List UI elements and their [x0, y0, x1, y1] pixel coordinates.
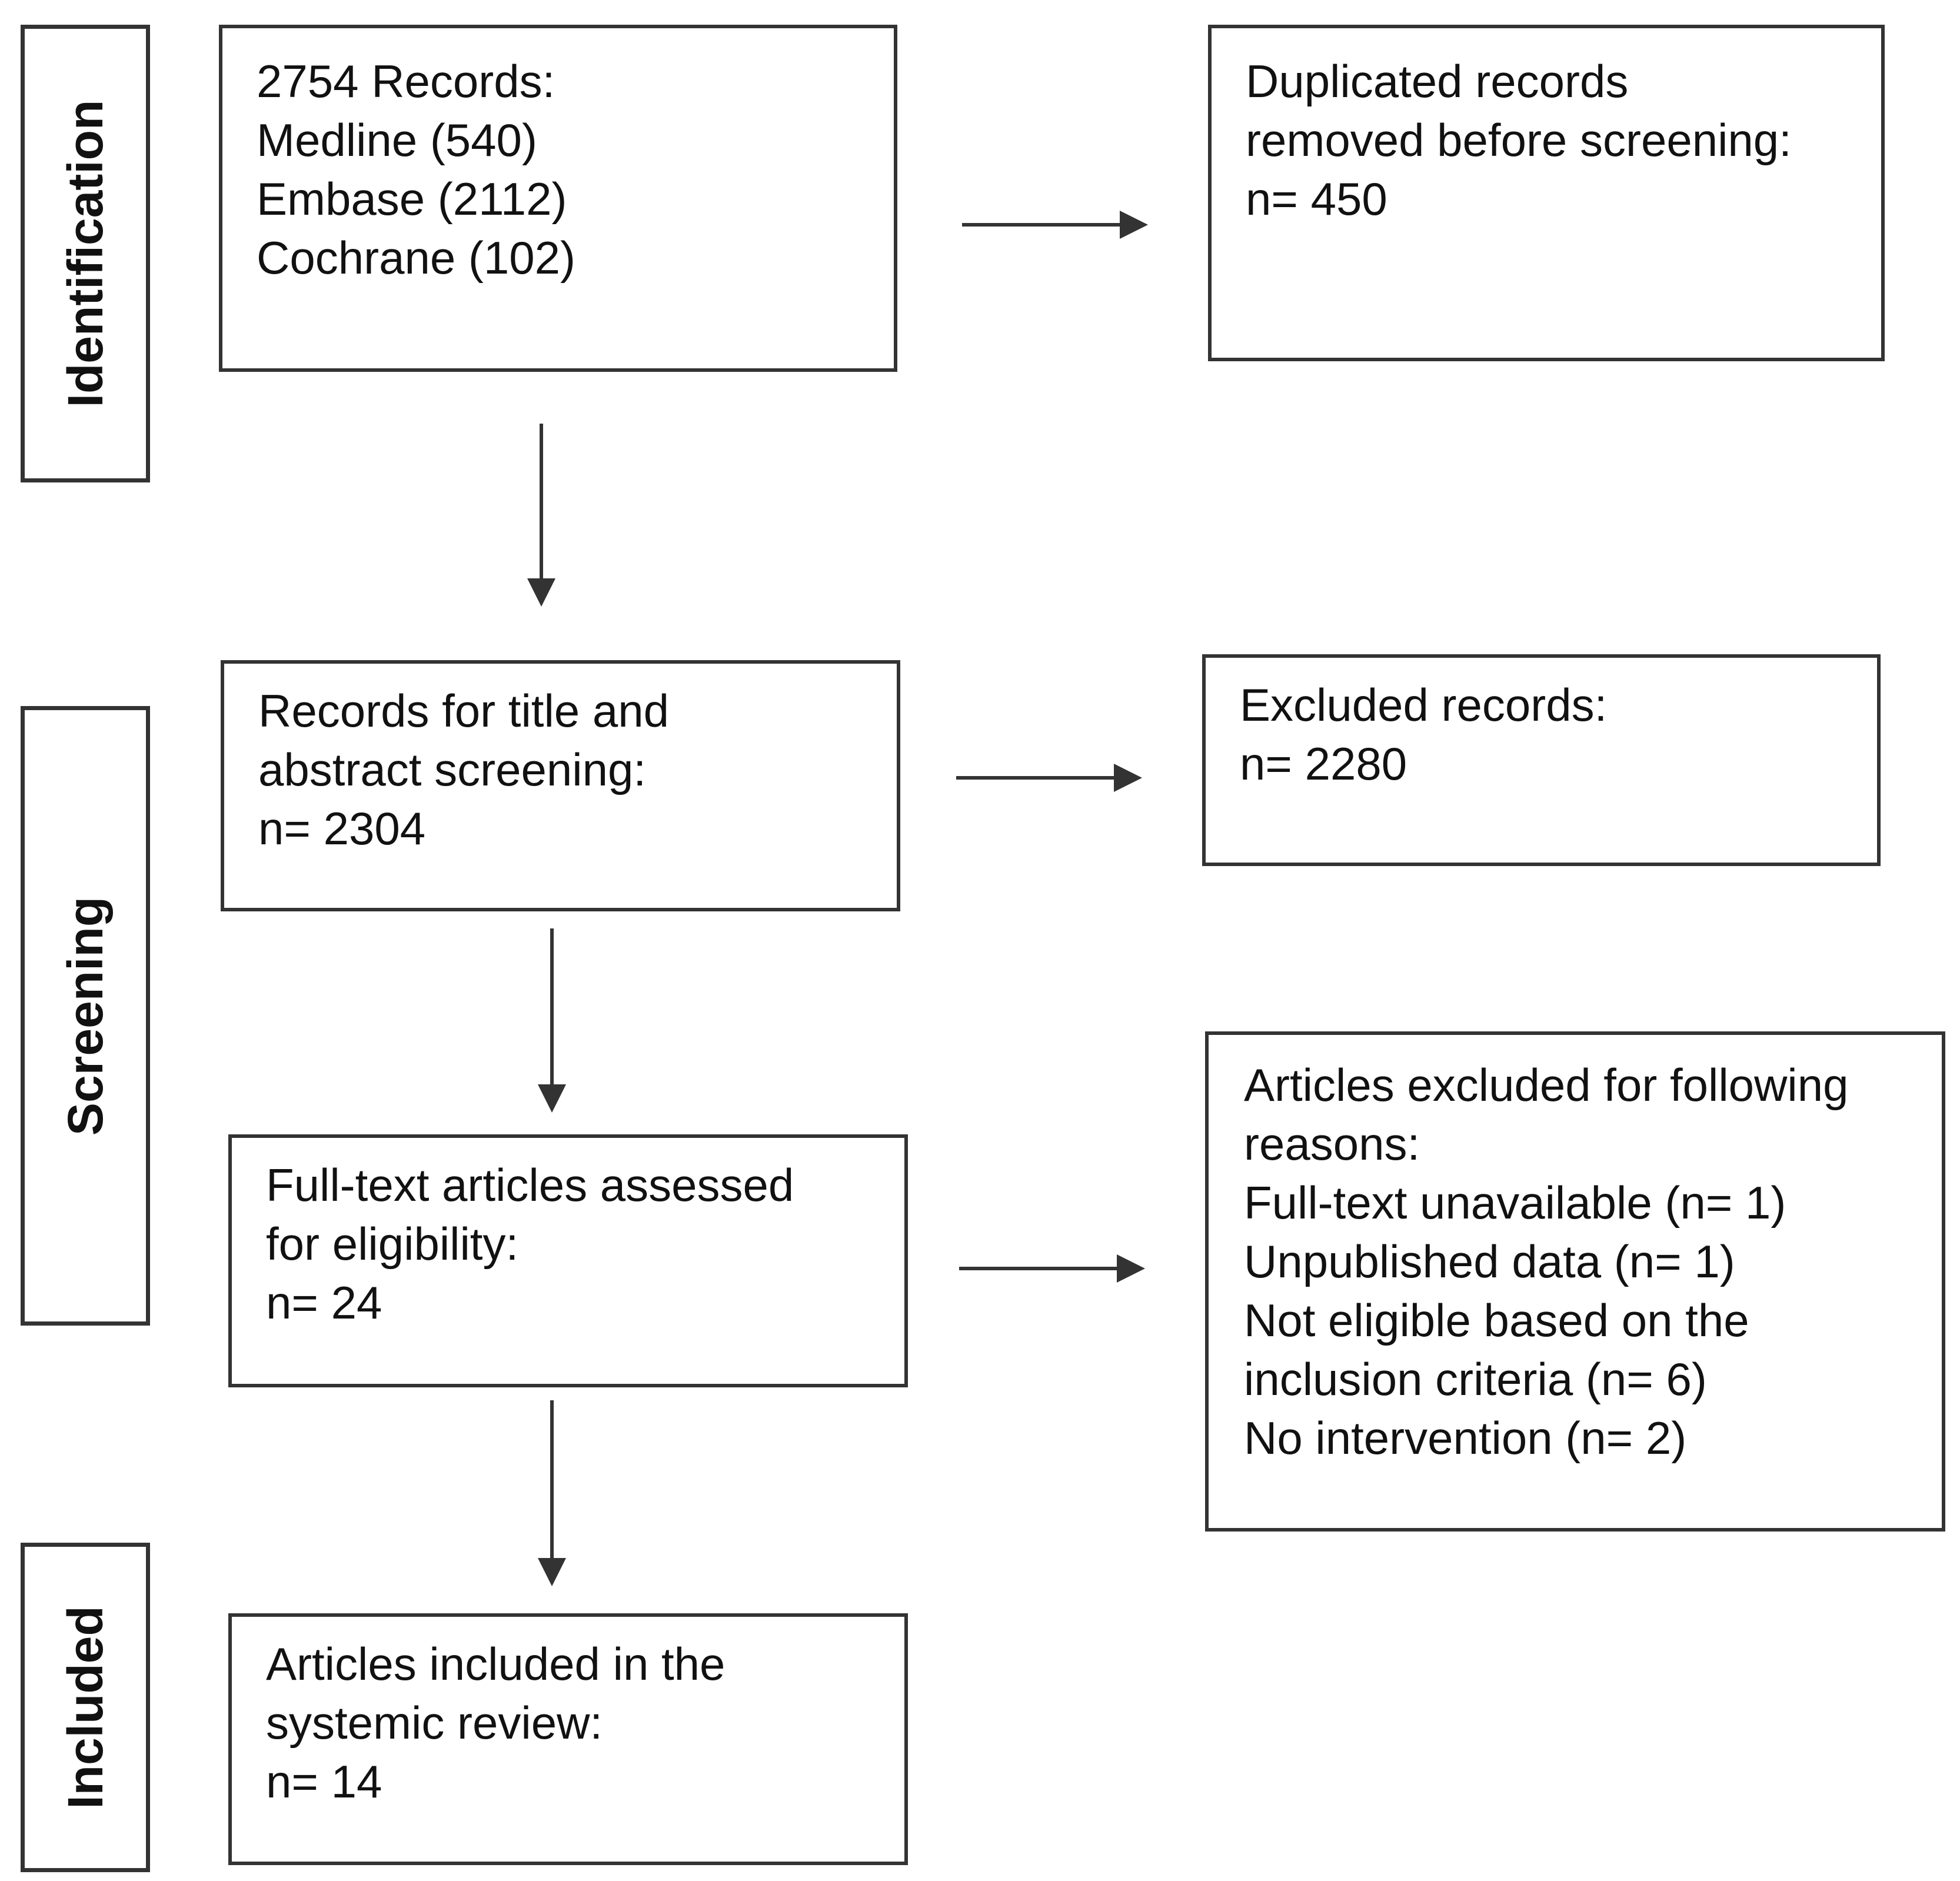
- stage-included: Included: [21, 1543, 150, 1872]
- excluded-articles-line-3: Full-text unavailable (n= 1): [1244, 1177, 1786, 1229]
- excluded-articles-line-2: reasons:: [1244, 1118, 1420, 1170]
- duplicates-line-3: n= 450: [1246, 173, 1387, 225]
- stage-identification: Identification: [21, 25, 150, 482]
- full-text-line-3: n= 24: [266, 1277, 382, 1329]
- title-abstract-box: Records for title and abstract screening…: [221, 660, 900, 911]
- excluded-articles-box: Articles excluded for following reasons:…: [1205, 1031, 1945, 1532]
- records-line-4: Cochrane (102): [257, 232, 575, 284]
- title-abstract-line-3: n= 2304: [258, 803, 426, 854]
- excluded-articles-line-5: Not eligible based on the: [1244, 1294, 1749, 1346]
- records-box: 2754 Records: Medline (540) Embase (2112…: [219, 25, 897, 372]
- records-line-2: Medline (540): [257, 114, 537, 166]
- full-text-line-2: for eligibility:: [266, 1218, 519, 1270]
- duplicates-line-2: removed before screening:: [1246, 114, 1792, 166]
- included-line-1: Articles included in the: [266, 1638, 726, 1690]
- duplicates-line-1: Duplicated records: [1246, 55, 1629, 107]
- included-line-2: systemic review:: [266, 1697, 603, 1749]
- records-line-3: Embase (2112): [257, 173, 567, 225]
- records-line-1: 2754 Records:: [257, 55, 555, 107]
- full-text-line-1: Full-text articles assessed: [266, 1159, 794, 1211]
- excluded-articles-line-4: Unpublished data (n= 1): [1244, 1236, 1735, 1287]
- full-text-box: Full-text articles assessed for eligibil…: [228, 1134, 908, 1387]
- excluded-articles-line-1: Articles excluded for following: [1244, 1059, 1849, 1111]
- included-line-3: n= 14: [266, 1756, 382, 1807]
- excluded-articles-line-7: No intervention (n= 2): [1244, 1412, 1687, 1464]
- included-box: Articles included in the systemic review…: [228, 1613, 908, 1865]
- excluded-records-line-2: n= 2280: [1240, 738, 1407, 790]
- title-abstract-line-1: Records for title and: [258, 685, 670, 737]
- duplicates-box: Duplicated records removed before screen…: [1208, 25, 1885, 361]
- excluded-records-line-1: Excluded records:: [1240, 679, 1608, 731]
- excluded-articles-line-6: inclusion criteria (n= 6): [1244, 1353, 1707, 1405]
- stage-screening: Screening: [21, 706, 150, 1326]
- excluded-records-box: Excluded records: n= 2280: [1202, 654, 1881, 866]
- title-abstract-line-2: abstract screening:: [258, 744, 647, 795]
